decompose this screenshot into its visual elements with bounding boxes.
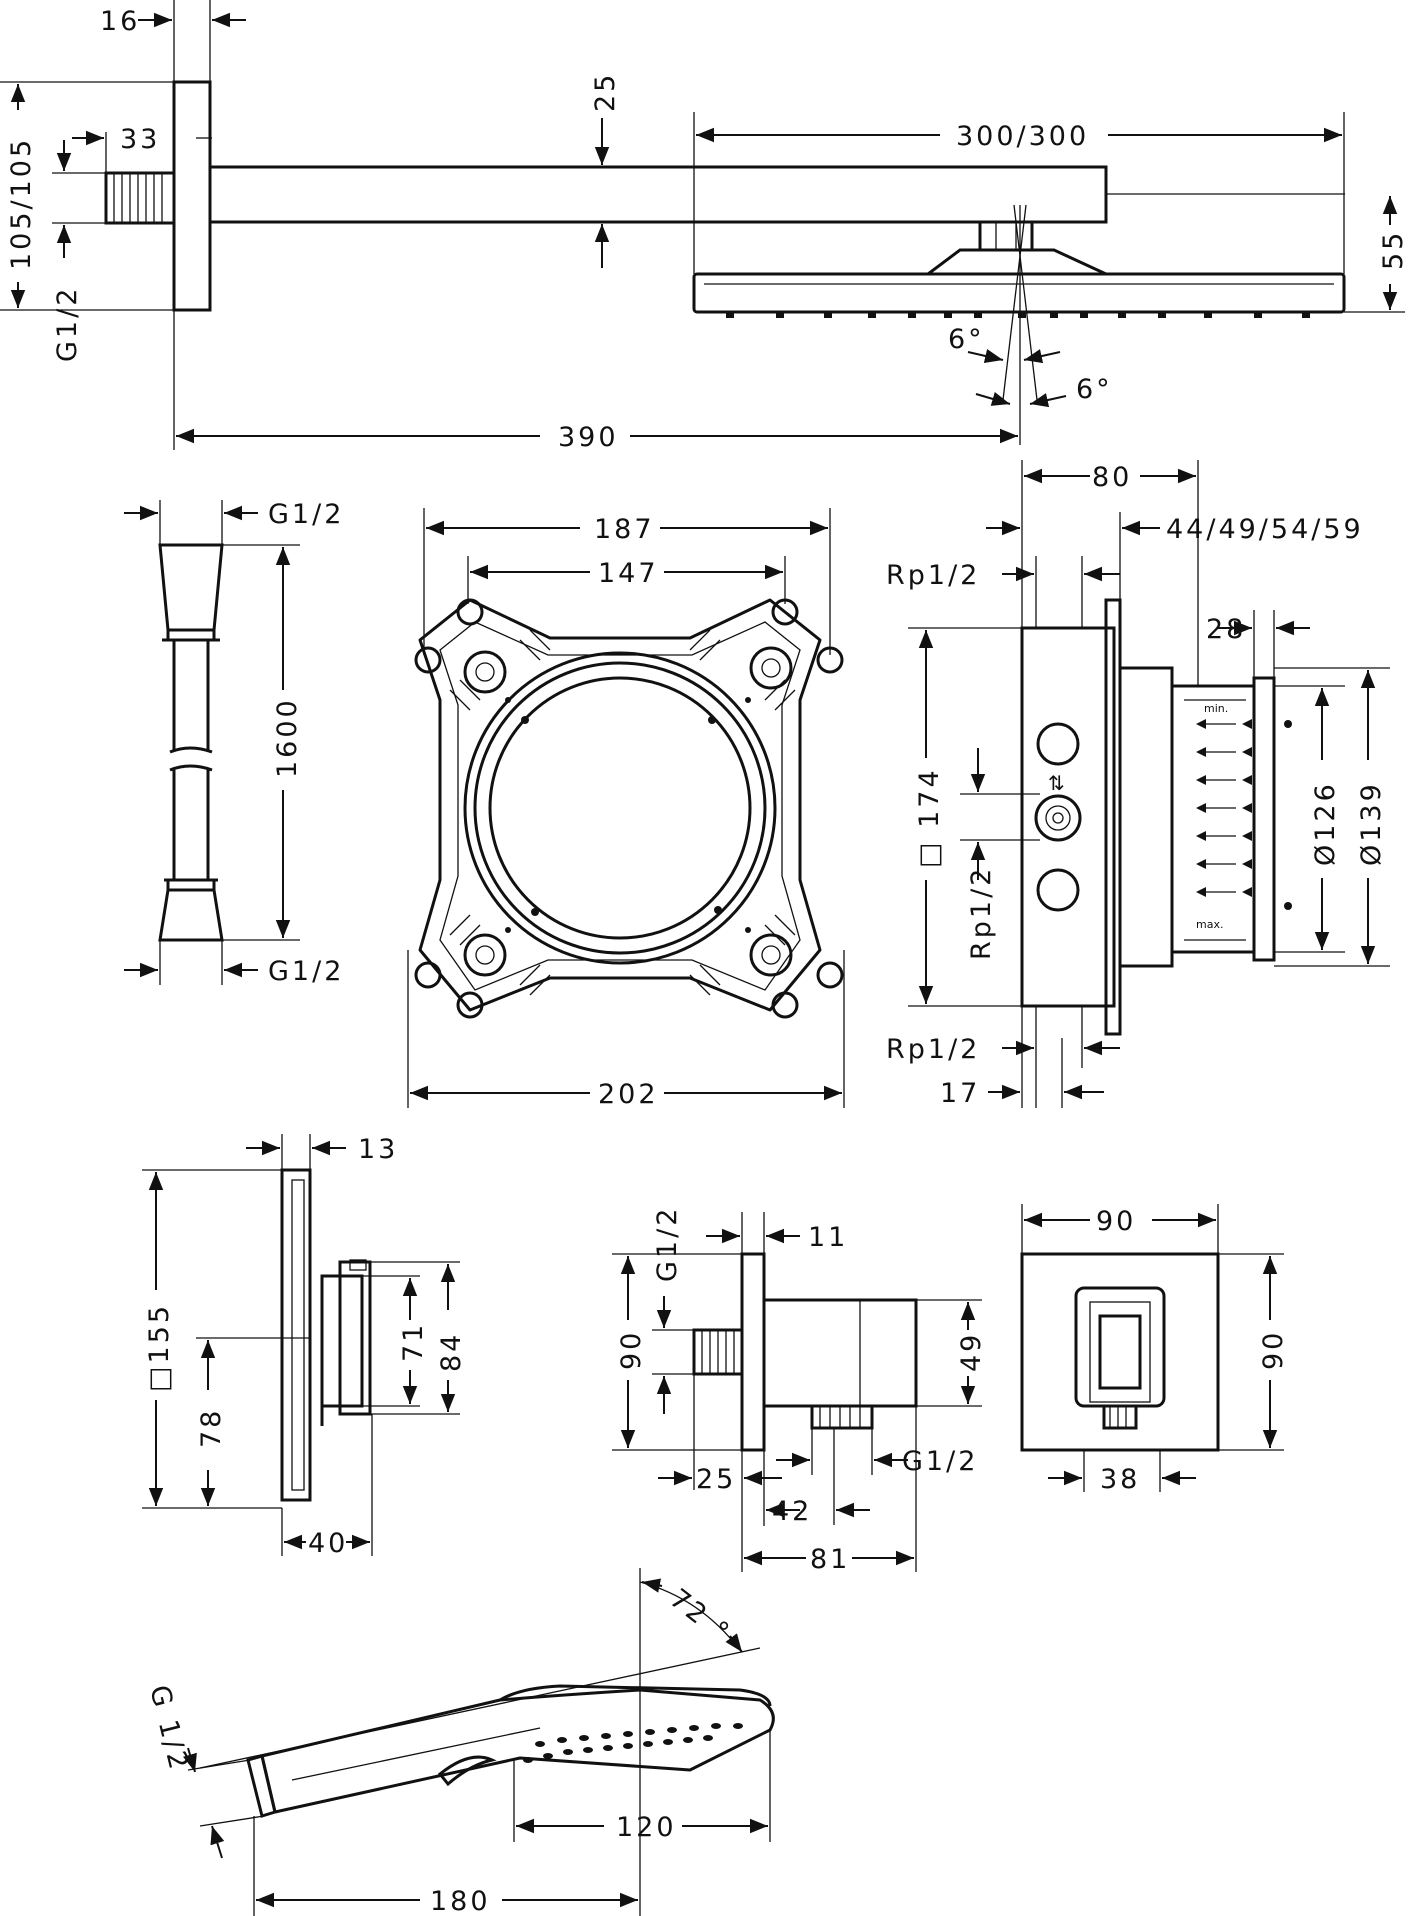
dim-box-147: 147 [598, 558, 659, 589]
hose-view: G1/2 1600 G1/2 [124, 499, 344, 987]
dim-plate-155: □155 [144, 1303, 175, 1392]
dim-hose-1600: 1600 [272, 697, 303, 778]
dim-hose-g-top: G1/2 [268, 499, 344, 530]
dim-plate-40: 40 [308, 1528, 348, 1559]
dim-tilt-b: 6° [1076, 374, 1113, 405]
dim-head-55: 55 [1378, 230, 1409, 270]
dim-hand-180: 180 [430, 1886, 491, 1916]
dim-front-38: 38 [1100, 1464, 1140, 1495]
dim-arm-33: 33 [120, 124, 160, 155]
dim-valve-28: 28 [1206, 614, 1246, 645]
shower-arm-view: 16 25 33 105/105 G1/2 300/300 55 [0, 0, 1409, 453]
dim-hose-g-bottom: G1/2 [268, 956, 344, 987]
dim-box-202: 202 [598, 1079, 659, 1110]
dim-valve-rp-bottom: Rp1/2 [886, 1034, 980, 1065]
valve-min-label: min. [1204, 702, 1228, 715]
dim-elbow-11: 11 [808, 1222, 848, 1253]
dim-head-300: 300/300 [956, 121, 1089, 152]
dim-elbow-g-in: G1/2 [652, 1206, 683, 1282]
dim-arm-16: 16 [100, 6, 140, 37]
hand-shower-view: 72 ° G 1/2 120 180 [143, 1568, 775, 1916]
dim-valve-80: 80 [1092, 462, 1132, 493]
dim-valve-d126: Ø126 [1310, 781, 1341, 866]
dim-front-90-w: 90 [1096, 1206, 1136, 1237]
dim-elbow-90: 90 [616, 1330, 647, 1370]
dim-hand-g: G 1/2 [143, 1682, 194, 1775]
valve-side-view: min. max. ⇅ 80 [886, 460, 1390, 1109]
dim-arm-105: 105/105 [6, 137, 37, 270]
dim-hand-72: 72 ° [664, 1583, 737, 1650]
dim-elbow-25: 25 [696, 1464, 736, 1495]
dim-elbow-81: 81 [810, 1544, 850, 1575]
dim-front-90-h: 90 [1258, 1330, 1289, 1370]
dim-valve-d139: Ø139 [1356, 781, 1387, 866]
wall-elbow-front-view: 90 90 38 [1020, 1204, 1289, 1495]
dim-valve-174: □ 174 [914, 767, 945, 868]
dim-plate-13: 13 [358, 1134, 398, 1165]
dim-elbow-49: 49 [956, 1332, 987, 1372]
dim-valve-17: 17 [940, 1078, 980, 1109]
dim-arm-390: 390 [558, 422, 619, 453]
dim-arm-g12: G1/2 [52, 286, 83, 362]
dim-plate-78: 78 [196, 1408, 227, 1448]
dim-tilt-a: 6° [948, 324, 985, 355]
dim-valve-rp-side: Rp1/2 [966, 866, 997, 960]
dim-elbow-g-out: G1/2 [902, 1446, 978, 1477]
dim-valve-rp-top: Rp1/2 [886, 560, 980, 591]
mounting-box-view: 187 147 202 [407, 508, 845, 1110]
dim-hand-120: 120 [616, 1812, 677, 1843]
dim-valve-ext: 44/49/54/59 [1166, 514, 1364, 545]
dim-plate-71: 71 [398, 1322, 429, 1362]
trim-plate-view: 13 □155 78 71 84 40 [142, 1134, 467, 1559]
dim-box-187: 187 [594, 514, 655, 545]
dim-plate-84: 84 [436, 1332, 467, 1372]
dim-arm-25: 25 [590, 72, 621, 112]
valve-max-label: max. [1196, 918, 1223, 931]
flow-icon: ⇅ [1048, 771, 1065, 795]
dim-elbow-42: 42 [772, 1496, 812, 1527]
wall-elbow-side-view: 11 G1/2 90 49 25 G1/2 42 [612, 1206, 987, 1575]
